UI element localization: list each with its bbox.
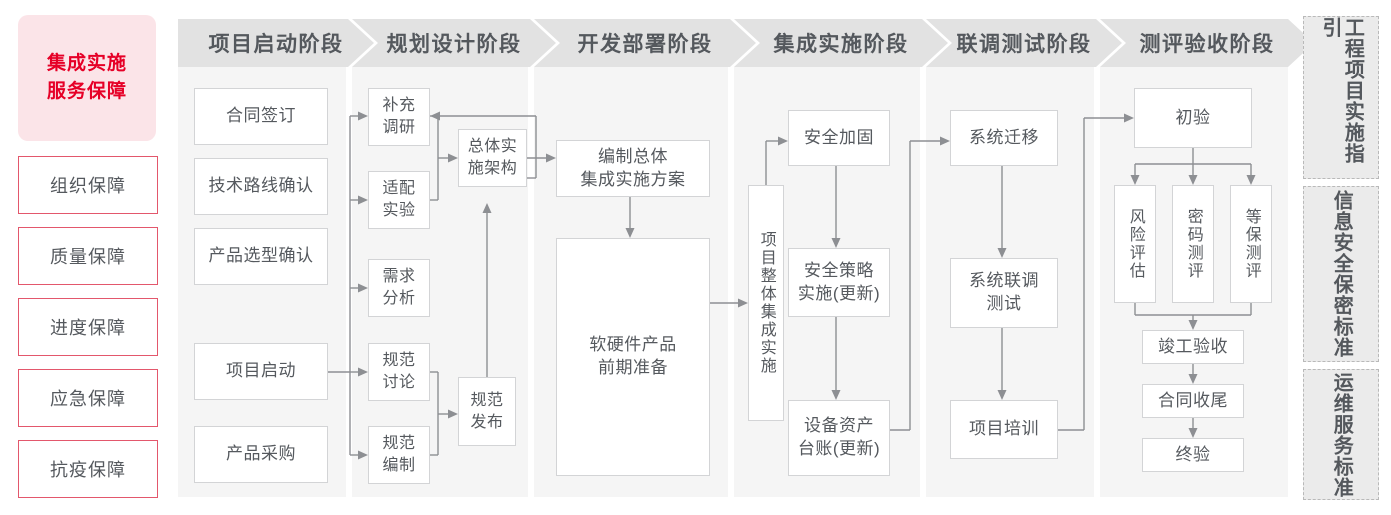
node-label: 编制总体 集成实施方案 [580,146,686,189]
guarantee-item-emergency[interactable]: 应急保障 [18,369,158,427]
node-completion-acceptance[interactable]: 竣工验收 [1142,330,1244,364]
node-project-training[interactable]: 项目培训 [950,400,1058,459]
node-label: 规范 讨论 [382,352,416,391]
node-hw-sw-product-preparation[interactable]: 软硬件产品 前期准备 [556,238,710,476]
node-label: 需求 分析 [382,268,416,307]
phase-header-planning[interactable]: 规划设计阶段 [352,19,556,67]
node-label: 安全策略 实施(更新) [797,260,881,303]
guarantee-item-epidemic[interactable]: 抗疫保障 [18,440,158,498]
node-overall-project-integration[interactable]: 项目整体集成实施 [748,185,784,421]
phase-header-startup[interactable]: 项目启动阶段 [178,19,374,67]
node-adaptation-experiment[interactable]: 适配 实验 [368,171,430,229]
node-security-hardening[interactable]: 安全加固 [788,110,890,166]
phase-header-joint-test[interactable]: 联调测试阶段 [926,19,1122,67]
node-security-policy-implementation[interactable]: 安全策略 实施(更新) [788,248,890,317]
standard-engineering-project-guide[interactable]: 工程项目实施指引 [1303,16,1379,179]
node-classified-protection-evaluation[interactable]: 等保测评 [1230,185,1272,303]
node-preliminary-acceptance[interactable]: 初验 [1134,88,1252,148]
phase-header-develop[interactable]: 开发部署阶段 [534,19,756,67]
node-standard-release[interactable]: 规范 发布 [458,377,516,446]
guarantee-item-schedule[interactable]: 进度保障 [18,298,158,356]
node-label: 软硬件产品 前期准备 [589,335,677,377]
node-supplementary-research[interactable]: 补充 调研 [368,88,430,146]
standard-label: 工程项目实施指引 [1319,17,1364,164]
node-contract-closure[interactable]: 合同收尾 [1142,384,1244,418]
guarantee-item-quality[interactable]: 质量保障 [18,227,158,285]
node-label: 总体实 施架构 [467,138,518,177]
node-tech-route-confirm[interactable]: 技术路线确认 [194,158,328,215]
standard-label: 运维服务标准 [1330,371,1353,498]
node-system-migration[interactable]: 系统迁移 [950,110,1058,166]
phase-header-acceptance[interactable]: 测评验收阶段 [1100,19,1314,67]
node-final-acceptance[interactable]: 终验 [1142,438,1244,472]
node-label: 规范 发布 [470,391,504,431]
node-contract-signing[interactable]: 合同签订 [194,88,328,145]
phase-header-integration[interactable]: 集成实施阶段 [734,19,948,67]
standard-label: 信息安全保密标准 [1330,190,1353,358]
node-standard-drafting[interactable]: 规范 编制 [368,426,430,484]
node-requirement-analysis[interactable]: 需求 分析 [368,259,430,317]
node-label: 系统联调 测试 [969,271,1039,313]
node-product-selection-confirm[interactable]: 产品选型确认 [194,228,328,285]
node-cryptography-evaluation[interactable]: 密码测评 [1172,185,1214,303]
node-product-procurement[interactable]: 产品采购 [194,426,328,483]
guarantee-title-line2: 服务保障 [46,81,127,102]
node-label: 规范 编制 [382,435,416,474]
node-label: 设备资产 台账(更新) [797,416,881,458]
guarantee-item-organization[interactable]: 组织保障 [18,156,158,214]
node-label: 适配 实验 [382,180,416,219]
node-draft-overall-integration-plan[interactable]: 编制总体 集成实施方案 [556,140,710,197]
node-risk-assessment[interactable]: 风险评估 [1114,185,1156,303]
node-equipment-asset-ledger[interactable]: 设备资产 台账(更新) [788,400,890,476]
guarantee-title-card: 集成实施 服务保障 [18,15,156,141]
node-standard-discussion[interactable]: 规范 讨论 [368,343,430,401]
node-label: 补充 调研 [382,97,416,136]
node-system-joint-test[interactable]: 系统联调 测试 [950,258,1058,328]
node-overall-implementation-architecture[interactable]: 总体实 施架构 [458,129,527,187]
guarantee-title-line1: 集成实施 [46,53,127,75]
node-project-kickoff[interactable]: 项目启动 [194,343,328,400]
standard-operation-maintenance-service[interactable]: 运维服务标准 [1303,369,1379,500]
standard-information-security-confidentiality[interactable]: 信息安全保密标准 [1303,186,1379,362]
